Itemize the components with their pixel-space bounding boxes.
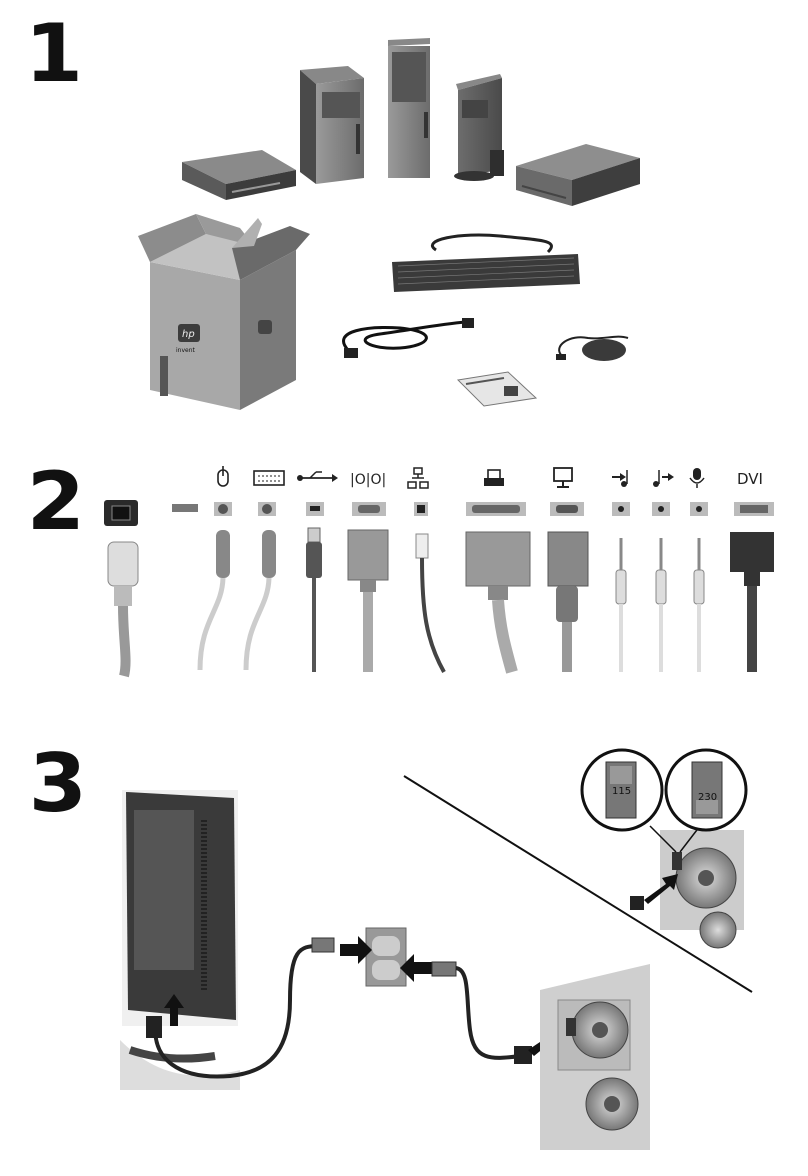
monitor-cable-plug — [312, 938, 334, 952]
tower-pc — [388, 38, 430, 178]
microphone-icon — [690, 468, 704, 488]
box-hp-logo: hp — [182, 329, 195, 340]
usb-cable — [306, 528, 322, 672]
shipping-box: hp invent — [138, 214, 310, 410]
power-cable — [108, 542, 138, 676]
monitor-plug — [146, 1016, 162, 1038]
dvi-cable — [730, 532, 774, 672]
line-in-icon — [612, 470, 627, 487]
monitor-rear — [120, 790, 240, 1090]
desktop-small-form-factor — [182, 150, 296, 200]
slim-tower-pc — [454, 74, 504, 181]
voltage-115-label: 115 — [612, 786, 631, 797]
network-cable — [416, 534, 444, 672]
port-sockets — [104, 500, 774, 526]
keyboard-icon — [254, 471, 284, 485]
serial-port-icon: |O|O| — [350, 472, 386, 488]
pc-plug — [514, 1046, 532, 1064]
printer-cable — [466, 532, 530, 672]
pc-rear — [540, 964, 650, 1150]
usb-icon — [297, 472, 338, 482]
switch-plug — [630, 896, 644, 910]
mouse-icon — [218, 466, 228, 486]
printer-icon — [484, 470, 504, 486]
line-out-icon — [653, 470, 674, 487]
box-hp-subtext: invent — [176, 347, 196, 354]
keyboard — [392, 235, 580, 292]
pc-cable-plug — [432, 962, 456, 976]
dvi-label: DVI — [737, 470, 763, 488]
minitower-pc — [300, 66, 364, 184]
pc-power-cable — [456, 968, 520, 1058]
monitor-cable — [548, 532, 588, 672]
svg-text:|O|O|: |O|O| — [350, 472, 386, 488]
power-cord — [344, 318, 474, 358]
voltage-switch-detail: 115 230 — [582, 750, 746, 948]
documentation-sheet — [458, 372, 536, 406]
mouse-cable — [200, 530, 230, 670]
wall-outlet — [366, 928, 406, 986]
audio-cables — [616, 538, 704, 672]
desktop-pc — [516, 144, 640, 206]
serial-cable — [348, 530, 388, 672]
mouse — [556, 337, 628, 361]
keyboard-cable — [246, 530, 276, 670]
voltage-230-label: 230 — [698, 792, 717, 803]
network-icon — [408, 468, 428, 488]
monitor-icon — [554, 468, 572, 487]
